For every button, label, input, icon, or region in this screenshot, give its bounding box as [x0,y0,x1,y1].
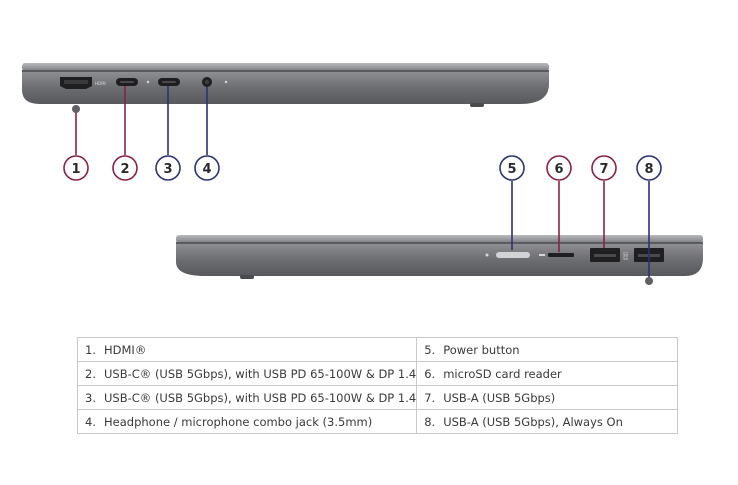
table-row: 1. HDMI® 5. Power button [76,337,678,362]
port-cell: 4. Headphone / microphone combo jack (3.5… [76,409,418,434]
callout-3: 3 [155,155,181,181]
port-number: 6. [424,366,436,381]
port-cell: 2. USB-C® (USB 5Gbps), with USB PD 65-100… [76,361,418,386]
laptop-left-side [22,63,549,107]
svg-text:1: 1 [71,162,80,177]
svg-text:2: 2 [120,162,129,177]
svg-text:6: 6 [554,162,563,177]
callout-8: 8 [636,155,662,181]
port-number: 1. [85,342,96,357]
port-label: Headphone / microphone combo jack (3.5mm… [104,414,373,429]
callout-5: 5 [499,155,525,181]
laptop-side-views: HDMI 1 2 3 4 [22,63,703,285]
port-cell: 1. HDMI® [76,337,418,362]
svg-text:8: 8 [644,162,653,177]
audio-jack [202,77,228,87]
svg-text:3: 3 [163,162,172,177]
usb-c-port-1 [116,78,150,86]
callout-4: 4 [194,155,220,181]
table-row: 3. USB-C® (USB 5Gbps), with USB PD 65-100… [76,385,678,410]
microsd-slot [539,253,574,257]
table-row: 4. Headphone / microphone combo jack (3.5… [76,409,678,434]
port-label: Power button [443,342,520,357]
port-cell: 5. Power button [416,337,678,362]
hdmi-port: HDMI [60,77,106,89]
power-button [485,252,530,258]
svg-text:7: 7 [599,162,608,177]
left-leader-lines [72,86,208,155]
port-number: 4. [85,414,96,429]
svg-text:5: 5 [507,162,516,177]
svg-text:4: 4 [202,162,211,177]
port-cell: 7. USB-A (USB 5Gbps) [416,385,678,410]
port-cell: 6. microSD card reader [416,361,678,386]
usb-a-port-1: SS [590,248,629,262]
port-cell: 8. USB-A (USB 5Gbps), Always On [416,409,678,434]
port-label: HDMI® [104,342,147,357]
callout-2: 2 [112,155,138,181]
usb-a-tag-1: SS [623,252,629,257]
hdmi-tag: HDMI [95,81,106,86]
port-number: 3. [85,390,96,405]
port-label: USB-C® (USB 5Gbps), with USB PD 65-100W … [104,366,417,381]
callout-1: 1 [63,155,89,181]
port-label: USB-A (USB 5Gbps) [443,390,556,405]
right-leader-lines [511,181,653,285]
port-label: microSD card reader [443,366,562,381]
usb-a-tag-2: SS [623,256,629,261]
port-number: 5. [424,342,436,357]
ports-table: 1. HDMI® 5. Power button 2. USB-C® (USB 5Gb… [76,337,678,434]
callout-7: 7 [591,155,617,181]
port-label: USB-C® (USB 5Gbps), with USB PD 65-100W … [104,390,417,405]
callout-6: 6 [546,155,572,181]
port-label: USB-A (USB 5Gbps), Always On [443,414,623,429]
port-number: 7. [424,390,436,405]
port-number: 8. [424,414,436,429]
usb-c-port-2 [158,78,180,86]
port-cell: 3. USB-C® (USB 5Gbps), with USB PD 65-100… [76,385,418,410]
table-row: 2. USB-C® (USB 5Gbps), with USB PD 65-100… [76,361,678,386]
port-number: 2. [85,366,96,381]
laptop-right-side [176,235,703,279]
